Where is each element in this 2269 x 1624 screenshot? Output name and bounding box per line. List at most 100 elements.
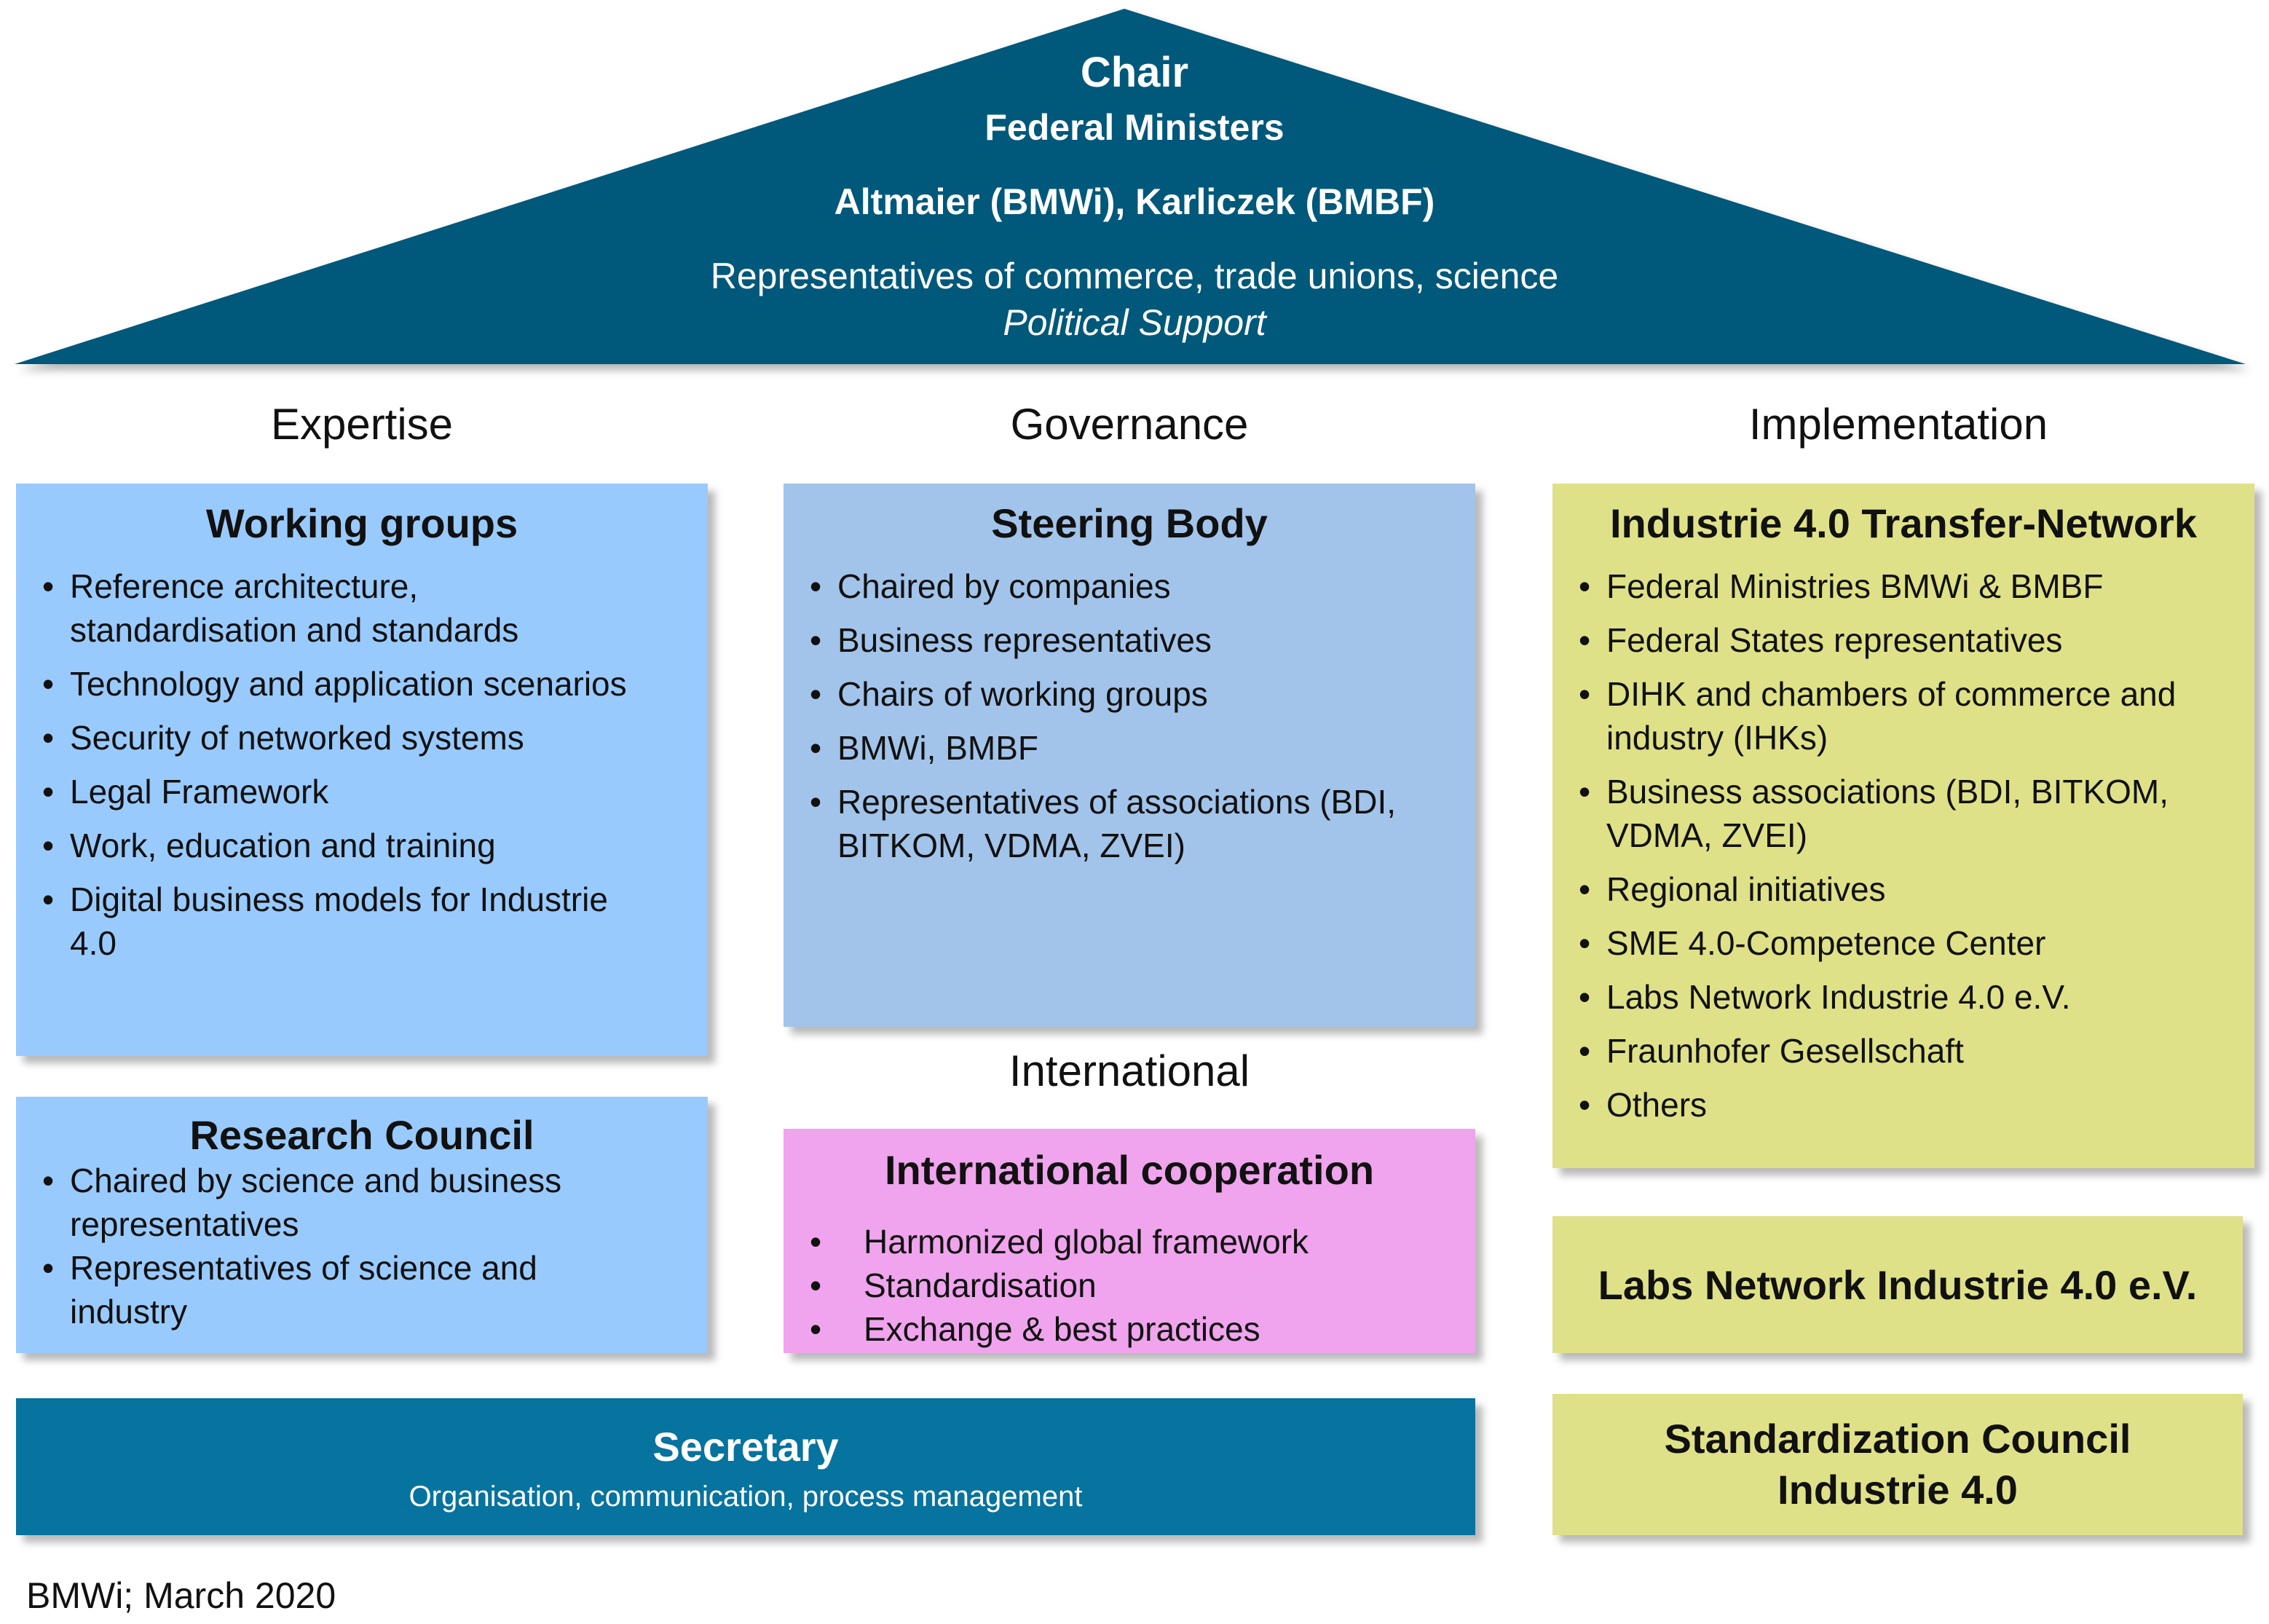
bullet-icon: • bbox=[42, 880, 55, 918]
bullet-icon: • bbox=[810, 567, 822, 605]
roof-chair-title: Chair bbox=[1080, 49, 1189, 96]
bullet-icon: • bbox=[1579, 978, 1591, 1016]
steering-body-item: • Representatives of associations (BDI, B… bbox=[784, 780, 1475, 867]
transfer-network-item-text: Regional initiatives bbox=[1606, 870, 1886, 908]
transfer-network-item-text: Labs Network Industrie 4.0 e.V. bbox=[1606, 978, 2071, 1016]
transfer-network-item-text: DIHK and chambers of commerce and indust… bbox=[1606, 675, 2177, 757]
international-cooperation-title: International cooperation bbox=[884, 1147, 1375, 1193]
transfer-network-item-text: Business associations (BDI, BITKOM, VDMA… bbox=[1606, 773, 2169, 854]
transfer-network-list: • Federal Ministries BMWi & BMBF • Federal … bbox=[1552, 564, 2254, 1127]
bullet-icon: • bbox=[810, 1223, 822, 1261]
international-cooperation-list: • Harmonized global framework • Standardisa… bbox=[784, 1220, 1475, 1351]
secretary-title: Secretary bbox=[652, 1424, 839, 1470]
source-note: BMWi; March 2020 bbox=[26, 1575, 336, 1616]
research-council-list: • Chaired by science and business represe… bbox=[16, 1159, 708, 1333]
transfer-network-item: • Federal States representatives bbox=[1552, 618, 2254, 662]
working-groups-list: • Reference architecture, standardisation… bbox=[16, 564, 708, 965]
heading-governance: Governance bbox=[1010, 400, 1249, 449]
international-cooperation-item: • Harmonized global framework bbox=[784, 1220, 1475, 1264]
roof-triangle bbox=[15, 9, 2246, 364]
working-group-item: •Legal Framework bbox=[16, 770, 708, 813]
research-council-item: • Representatives of science and industry bbox=[16, 1246, 708, 1333]
roof-shape bbox=[15, 9, 2246, 364]
bullet-icon: • bbox=[42, 665, 55, 703]
steering-body-item-text: BMWi, BMBF bbox=[837, 729, 1038, 767]
bullet-icon: • bbox=[1579, 1086, 1591, 1124]
bullet-icon: • bbox=[1579, 567, 1591, 605]
international-cooperation-item-text: Standardisation bbox=[864, 1266, 1097, 1304]
roof-representatives: Representatives of commerce, trade union… bbox=[710, 256, 1559, 296]
roof-ministers: Federal Ministers bbox=[984, 107, 1285, 148]
transfer-network-item-text: Others bbox=[1606, 1086, 1708, 1124]
working-group-item-text: Reference architecture, standardisation … bbox=[70, 567, 519, 649]
working-group-item-text: Security of networked systems bbox=[70, 719, 524, 757]
international-cooperation-item: • Standardisation bbox=[784, 1264, 1475, 1307]
bullet-icon: • bbox=[810, 675, 822, 713]
working-group-item: •Digital business models for Industrie 4… bbox=[16, 878, 708, 965]
bullet-icon: • bbox=[42, 1249, 55, 1287]
international-cooperation-box: International cooperation • Harmonized gl… bbox=[784, 1129, 1475, 1353]
bullet-icon: • bbox=[1579, 924, 1591, 962]
international-cooperation-item-text: Harmonized global framework bbox=[864, 1223, 1309, 1261]
research-council-item-text: Chaired by science and business represen… bbox=[70, 1162, 562, 1243]
working-groups-box: Working groups • Reference architecture, … bbox=[16, 484, 708, 1056]
steering-body-title: Steering Body bbox=[991, 500, 1268, 546]
transfer-network-item-text: Federal States representatives bbox=[1606, 621, 2063, 659]
steering-body-item: • Chaired by companies bbox=[784, 564, 1475, 608]
standardization-council-title: Standardization Council Industrie 4.0 bbox=[1664, 1416, 2131, 1513]
labs-network-title: Labs Network Industrie 4.0 e.V. bbox=[1598, 1261, 2198, 1308]
transfer-network-item: • Regional initiatives bbox=[1552, 867, 2254, 911]
research-council-item-text: Representatives of science and industry bbox=[70, 1249, 537, 1331]
transfer-network-item: • Fraunhofer Gesellschaft bbox=[1552, 1029, 2254, 1073]
research-council-item: • Chaired by science and business represe… bbox=[16, 1159, 708, 1246]
transfer-network-item-text: SME 4.0-Competence Center bbox=[1606, 924, 2046, 962]
bullet-icon: • bbox=[1579, 1032, 1591, 1070]
standardization-council-box: Standardization Council Industrie 4.0 bbox=[1552, 1394, 2243, 1535]
secretary-subtitle: Organisation, communication, process man… bbox=[409, 1481, 1083, 1513]
working-groups-title: Working groups bbox=[205, 500, 518, 546]
roof-political-support: Political Support bbox=[1003, 302, 1266, 343]
transfer-network-item-text: Fraunhofer Gesellschaft bbox=[1606, 1032, 1964, 1070]
steering-body-item-text: Representatives of associations (BDI, BI… bbox=[837, 783, 1397, 864]
steering-body-item-text: Business representatives bbox=[837, 621, 1212, 659]
bullet-icon: • bbox=[810, 783, 822, 821]
transfer-network-item: • SME 4.0-Competence Center bbox=[1552, 921, 2254, 965]
transfer-network-item: • DIHK and chambers of commerce and indus… bbox=[1552, 672, 2254, 760]
steering-body-item-text: Chairs of working groups bbox=[837, 675, 1208, 713]
transfer-network-title: Industrie 4.0 Transfer-Network bbox=[1609, 500, 2197, 546]
transfer-network-box: Industrie 4.0 Transfer-Network • Federal … bbox=[1552, 484, 2254, 1168]
bullet-icon: • bbox=[42, 773, 55, 811]
transfer-network-item: • Others bbox=[1552, 1083, 2254, 1127]
steering-body-item: • Business representatives bbox=[784, 618, 1475, 662]
research-council-box: Research Council • Chaired by science and… bbox=[16, 1097, 708, 1353]
bullet-icon: • bbox=[810, 1266, 822, 1304]
bullet-icon: • bbox=[1579, 621, 1591, 659]
bullet-icon: • bbox=[1579, 773, 1591, 811]
transfer-network-item: • Federal Ministries BMWi & BMBF bbox=[1552, 564, 2254, 608]
steering-body-list: • Chaired by companies • Business represent… bbox=[784, 564, 1475, 867]
working-group-item-text: Work, education and training bbox=[70, 827, 496, 864]
roof-minister-names: Altmaier (BMWi), Karliczek (BMBF) bbox=[834, 181, 1435, 222]
bullet-icon: • bbox=[1579, 675, 1591, 713]
steering-body-item: • Chairs of working groups bbox=[784, 672, 1475, 716]
bullet-icon: • bbox=[1579, 870, 1591, 908]
research-council-title: Research Council bbox=[189, 1112, 534, 1158]
international-cooperation-item-text: Exchange & best practices bbox=[864, 1310, 1260, 1348]
working-group-item: • Technology and application scenarios bbox=[16, 662, 708, 706]
transfer-network-item: • Labs Network Industrie 4.0 e.V. bbox=[1552, 975, 2254, 1019]
bullet-icon: • bbox=[810, 621, 822, 659]
steering-body-box: Steering Body • Chaired by companies • Busi… bbox=[784, 484, 1475, 1027]
transfer-network-item: • Business associations (BDI, BITKOM, VDM… bbox=[1552, 770, 2254, 857]
bullet-icon: • bbox=[810, 729, 822, 767]
international-cooperation-item: •Exchange & best practices bbox=[784, 1307, 1475, 1351]
bullet-icon: • bbox=[42, 1162, 55, 1199]
secretary-box: Secretary Organisation, communication, p… bbox=[16, 1398, 1475, 1535]
steering-body-item: • BMWi, BMBF bbox=[784, 726, 1475, 770]
bullet-icon: • bbox=[42, 827, 55, 864]
working-group-item: •Reference architecture, standardisation… bbox=[16, 564, 708, 652]
working-group-item-text: Technology and application scenarios bbox=[70, 665, 627, 703]
working-group-item: •Security of networked systems bbox=[16, 716, 708, 760]
transfer-network-item-text: Federal Ministries BMWi & BMBF bbox=[1606, 567, 2104, 605]
working-group-item: • Work, education and training bbox=[16, 824, 708, 867]
steering-body-item-text: Chaired by companies bbox=[837, 567, 1171, 605]
